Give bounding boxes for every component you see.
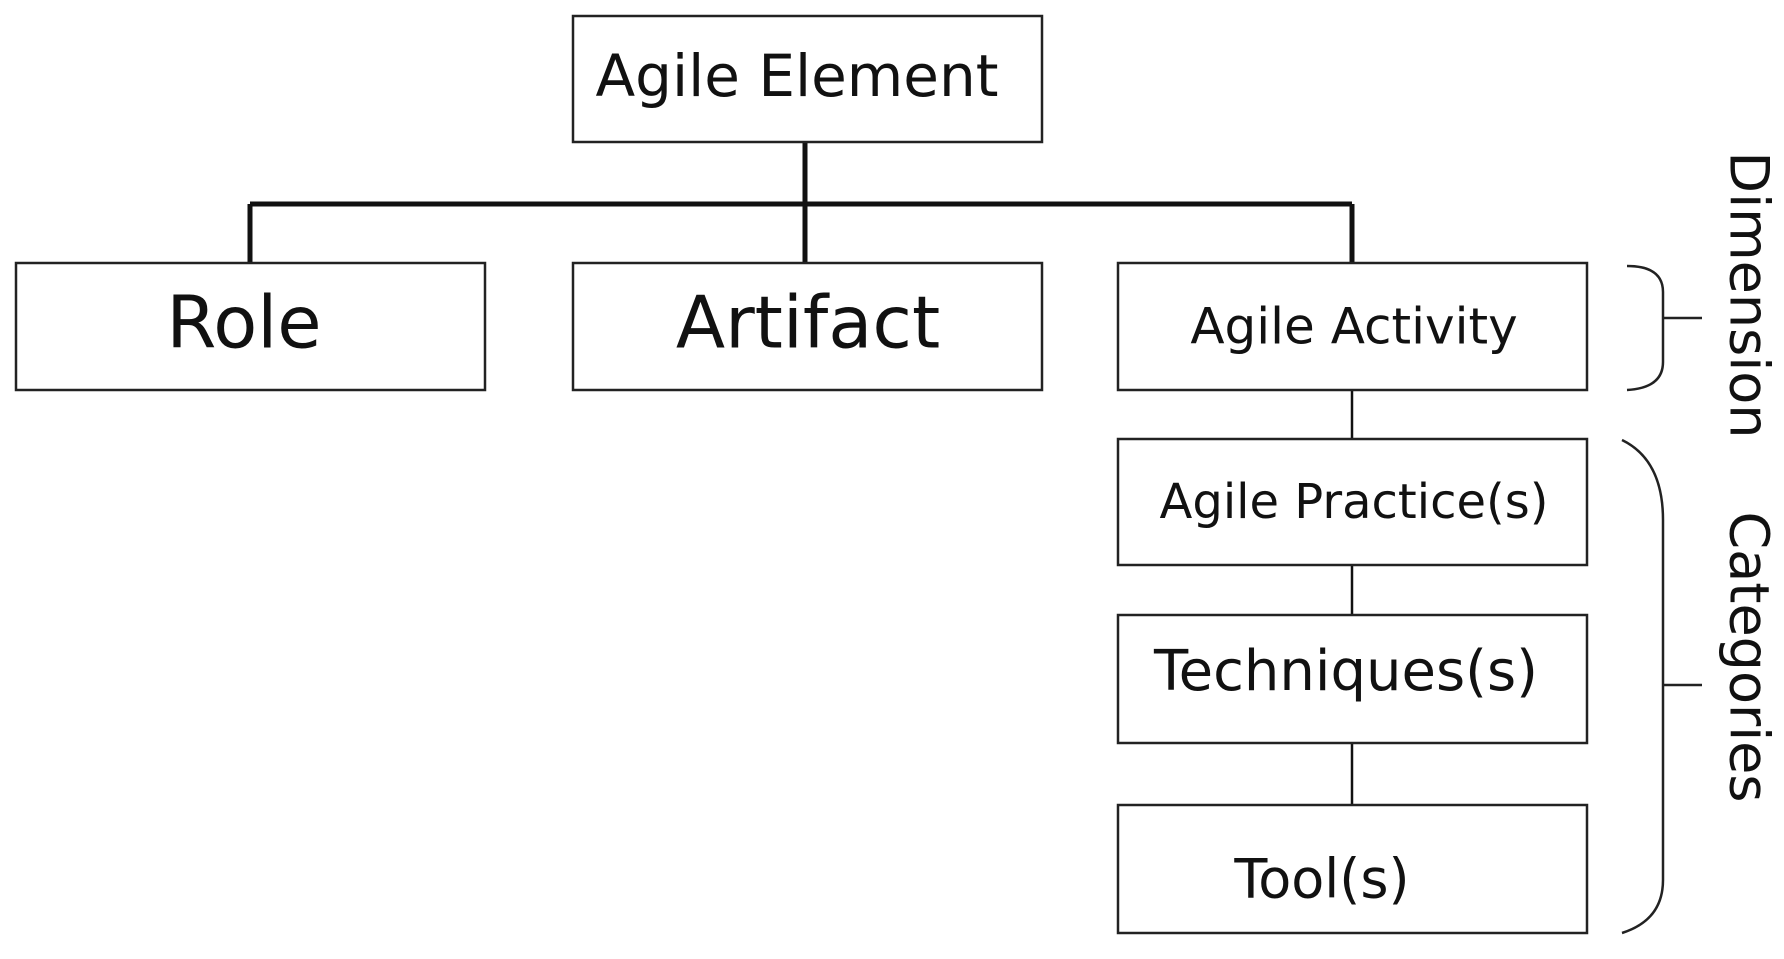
dimension-bracket xyxy=(1626,264,1702,392)
activity-node-label: Agile Activity xyxy=(1190,298,1517,356)
role-node-label: Role xyxy=(166,281,321,365)
categories-label: Categories xyxy=(1717,511,1780,802)
root-node: Agile Element xyxy=(571,14,1044,144)
artifact-node: Artifact xyxy=(571,261,1044,392)
root-node-label: Agile Element xyxy=(596,42,999,110)
tools-node-label: Tool(s) xyxy=(1233,848,1409,911)
techniques-node: Techniques(s) xyxy=(1116,613,1589,745)
role-node: Role xyxy=(14,261,487,392)
dimension-label: Dimension xyxy=(1717,151,1780,438)
artifact-node-label: Artifact xyxy=(676,281,940,365)
categories-bracket xyxy=(1621,438,1702,935)
tools-node: Tool(s) xyxy=(1116,803,1589,935)
activity-node: Agile Activity xyxy=(1116,261,1589,392)
practice-node-label: Agile Practice(s) xyxy=(1160,474,1549,530)
techniques-node-label: Techniques(s) xyxy=(1153,639,1538,704)
practice-node: Agile Practice(s) xyxy=(1116,437,1589,567)
connectors xyxy=(247,142,1355,805)
